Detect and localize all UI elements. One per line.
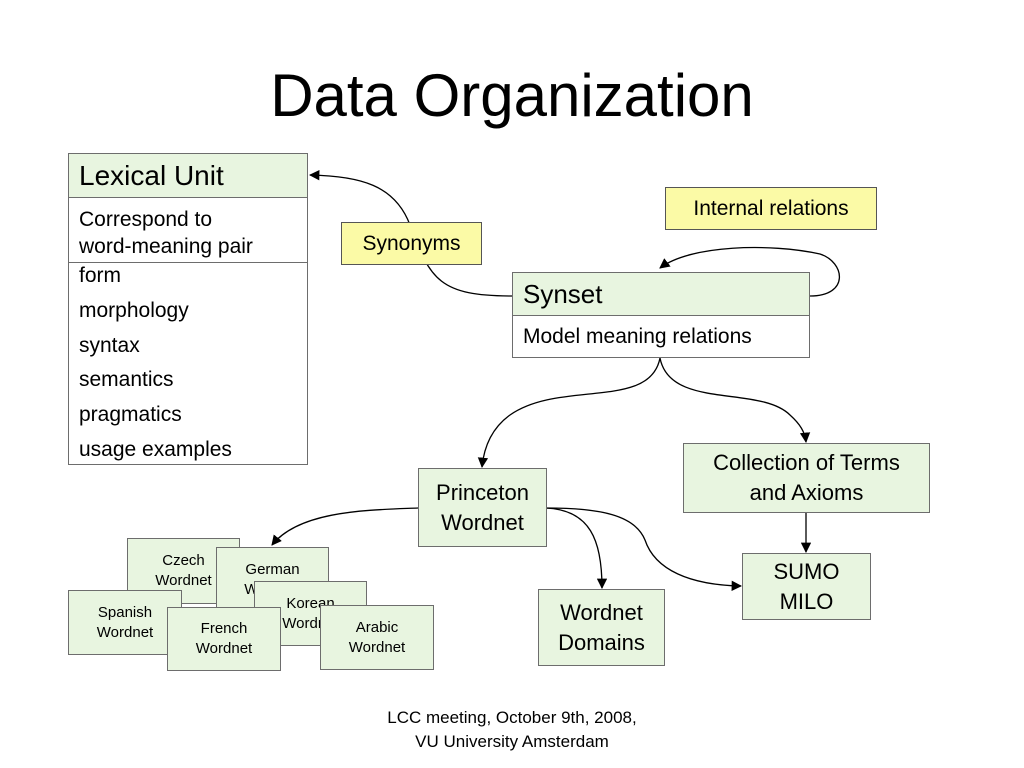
property-item: pragmatics xyxy=(79,403,182,427)
property-item: usage examples xyxy=(79,437,232,461)
arabic-line-2: Wordnet xyxy=(348,638,406,656)
property-item: syntax xyxy=(79,333,140,357)
czech-line-1: Czech xyxy=(162,552,205,569)
german-line-1: German xyxy=(245,560,300,578)
lexical-unit-description: Correspond to word-meaning pair xyxy=(68,197,308,263)
french-wordnet-box: French Wordnet xyxy=(167,607,281,671)
lexical-unit-header: Lexical Unit xyxy=(68,153,308,198)
synset-description: Model meaning relations xyxy=(512,315,810,358)
internal-relations-label: Internal relations xyxy=(665,187,877,230)
synset-header: Synset xyxy=(512,272,810,316)
arrow-synset-to-princeton xyxy=(477,357,661,469)
slide-footer: LCC meeting, October 9th, 2008, VU Unive… xyxy=(0,706,1024,754)
spanish-line-2: Wordnet xyxy=(96,623,154,641)
princeton-line-1: Princeton xyxy=(436,479,529,505)
domains-line-1: Wordnet xyxy=(560,599,643,625)
arabic-line-1: Arabic xyxy=(355,618,399,636)
property-item: semantics xyxy=(79,368,174,392)
property-item: morphology xyxy=(79,298,189,322)
czech-line-2: Wordnet xyxy=(155,572,212,589)
arabic-wordnet-box: Arabic Wordnet xyxy=(320,605,434,670)
footer-line-2: VU University Amsterdam xyxy=(415,732,609,751)
synonyms-label: Synonyms xyxy=(341,222,482,265)
domains-line-2: Domains xyxy=(558,629,645,655)
princeton-wordnet-box: Princeton Wordnet xyxy=(418,468,547,547)
collection-line-1: Collection of Terms xyxy=(713,450,900,475)
spanish-wordnet-box: Spanish Wordnet xyxy=(68,590,182,655)
french-line-2: Wordnet xyxy=(195,640,253,657)
sumo-line-2: MILO xyxy=(779,588,834,614)
wordnet-domains-box: Wordnet Domains xyxy=(538,589,665,666)
collection-line-2: and Axioms xyxy=(749,480,864,505)
arrow-princeton-to-wordnets xyxy=(271,507,419,546)
arrow-internal-relations-loop xyxy=(659,246,840,297)
arrow-princeton-to-sumo xyxy=(545,507,743,592)
lexical-unit-description-line-1: Correspond to xyxy=(79,208,213,231)
sumo-milo-box: SUMO MILO xyxy=(742,553,871,620)
lexical-unit-description-line-2: word-meaning pair xyxy=(79,235,253,258)
french-line-1: French xyxy=(200,620,248,637)
slide-title: Data Organization xyxy=(270,62,754,129)
arrow-princeton-to-domains xyxy=(545,507,608,590)
princeton-line-2: Wordnet xyxy=(441,509,524,535)
collection-box: Collection of Terms and Axioms xyxy=(683,443,930,513)
sumo-line-1: SUMO xyxy=(773,558,840,584)
lexical-unit-properties: form morphology syntax semantics pragmat… xyxy=(68,262,308,465)
property-item: form xyxy=(79,264,121,287)
arrow-synset-to-collection xyxy=(659,357,811,444)
spanish-line-1: Spanish xyxy=(97,603,153,621)
footer-line-1: LCC meeting, October 9th, 2008, xyxy=(387,708,637,727)
